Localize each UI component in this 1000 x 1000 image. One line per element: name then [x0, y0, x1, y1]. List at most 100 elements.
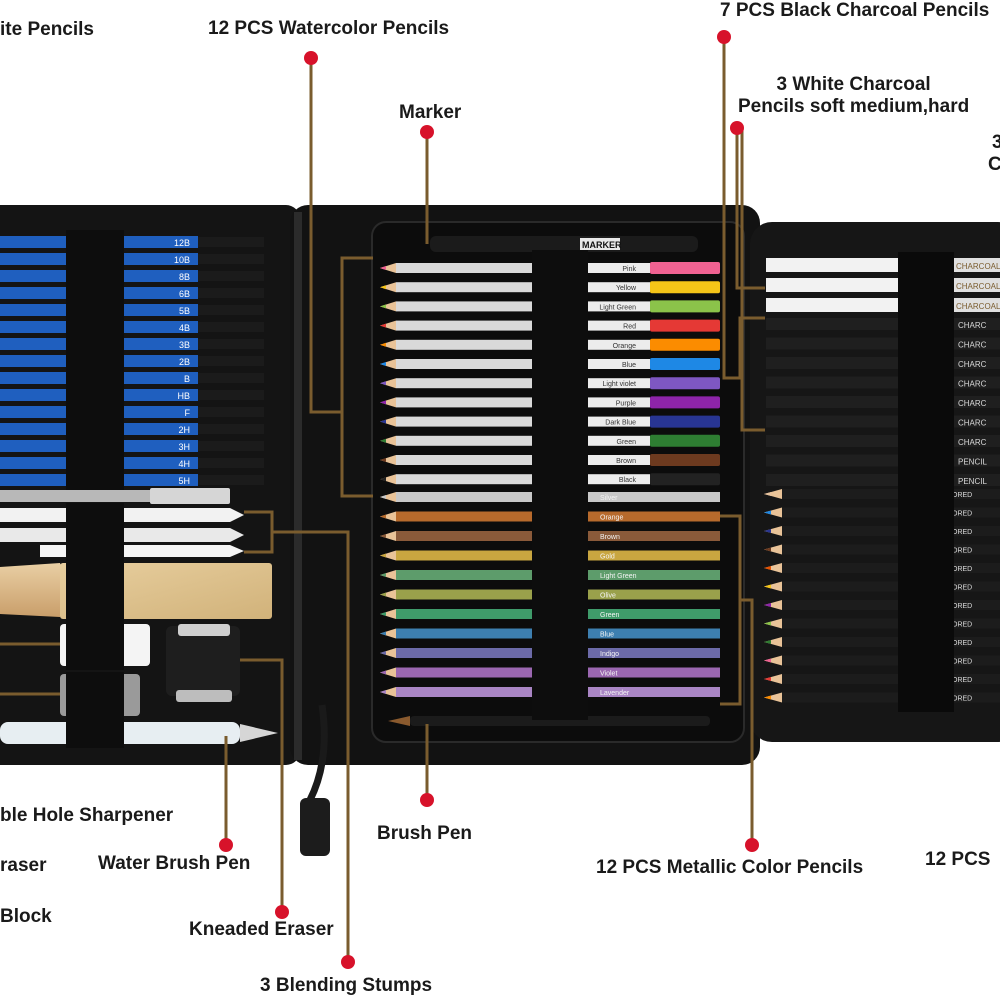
watercolor-label-strip: [588, 474, 650, 485]
sketch-grade-label: 10B: [174, 255, 190, 265]
color-pencil: [782, 489, 900, 499]
sandpaper-band: [66, 560, 124, 622]
metallic-name: Orange: [600, 515, 623, 522]
color-pencil-end: [954, 507, 1000, 518]
callout-edge-top-right-2: C: [988, 154, 1000, 175]
watercolor-pencil-tip: [380, 339, 396, 350]
color-pencil: [782, 674, 900, 684]
sandpaper-block: [0, 560, 272, 622]
left-elastic-band: [66, 230, 124, 490]
callout-black-charcoal: 7 PCS Black Charcoal Pencils: [720, 0, 990, 21]
metallic-pencil-lead: [380, 514, 386, 519]
leader-lines: [0, 37, 765, 962]
zipper-pull[interactable]: [300, 704, 330, 856]
white-charcoal-pencil: [766, 278, 900, 292]
sketch-pencil-label-strip: [124, 457, 198, 469]
white-charcoal-end: [954, 278, 1000, 292]
sketch-pencil-label-strip: [124, 389, 198, 401]
extender-bar-2: [150, 488, 230, 504]
color-pencil-lead: [764, 658, 771, 663]
callout-metallic-pencils: 12 PCS Metallic Color Pencils: [596, 857, 864, 878]
color-pencil-end: [954, 526, 1000, 536]
kneaded-eraser: [166, 626, 240, 696]
watercolor-pencil-end: [650, 415, 720, 428]
color-pencil: [782, 618, 900, 629]
metallic-name: Indigo: [600, 651, 619, 658]
color-pencil-tip: [764, 544, 782, 555]
watercolor-name: Dark Blue: [605, 420, 636, 427]
leader-metallic-2: [720, 600, 742, 706]
callout-brush-pen: Brush Pen: [377, 823, 473, 844]
sketch-pencil-label-strip: [124, 236, 198, 248]
watercolor-pencil: [396, 301, 536, 312]
watercolor-name: Light violet: [603, 381, 637, 388]
black-charcoal-pencil: [766, 435, 900, 447]
marker-pen: MARKER: [430, 236, 698, 252]
sketch-pencil-black: [198, 254, 264, 264]
black-charcoal-end: [954, 415, 1000, 428]
leader-watercolor-2: [340, 412, 373, 498]
metallic-pencil-tip: [380, 492, 396, 502]
color-pencil-lead: [764, 677, 771, 681]
color-pencil-lead: [764, 584, 771, 589]
sketch-pencil-label-strip: [124, 355, 198, 367]
black-charcoal-pencil: [766, 357, 900, 369]
sketch-grade-label: 2B: [179, 357, 190, 367]
metallic-name: Silver: [600, 495, 618, 502]
black-charcoal-pencil: [766, 376, 900, 389]
callout-marker: Marker: [399, 102, 462, 123]
watercolor-pencil-lead: [380, 285, 386, 290]
watercolor-name: Green: [617, 439, 637, 446]
callout-edge-top-right-1: 3: [992, 132, 1000, 153]
watercolor-pencil-tip: [380, 320, 396, 331]
zipper-tab: [300, 798, 330, 856]
callout-double-hole-sharpener: ble Hole Sharpener: [0, 805, 174, 826]
black-charcoal-text: CHARC: [958, 438, 987, 447]
white-charcoal-end: [954, 298, 1000, 312]
color-pencil-tip: [764, 507, 782, 518]
black-charcoal-end: [954, 376, 1000, 389]
sketch-pencil-label-strip: [124, 287, 198, 299]
dot-stumps: [341, 955, 355, 969]
pencil-extenders: [0, 488, 230, 504]
sketch-pencil-label-strip: [124, 338, 198, 350]
white-charcoal-text: CHARCOAL: [956, 302, 1000, 311]
watercolor-pencil-tip: [380, 435, 396, 446]
color-pencil-text: ORED: [952, 492, 972, 499]
watercolor-name: Red: [623, 324, 636, 331]
sketch-grade-label: 4B: [179, 323, 190, 333]
sketch-grade-label: 12B: [174, 238, 190, 248]
color-pencil-tip: [764, 563, 782, 573]
brush-pen: [388, 716, 710, 726]
color-pencil-tip: [764, 692, 782, 703]
color-pencil-text: ORED: [952, 696, 972, 703]
black-charcoal-end: [954, 318, 1000, 330]
water-brush-band: [66, 718, 124, 748]
dot-metallic: [745, 838, 759, 852]
metallic-pencil-tip: [380, 550, 396, 561]
watercolor-name: Purple: [616, 400, 636, 407]
watercolor-pencil-tip: [380, 455, 396, 465]
sketch-pencil-black: [198, 271, 264, 281]
metallic-pencil-tip: [380, 667, 396, 678]
metallic-pencil-tip: [380, 589, 396, 600]
watercolor-pencil: [396, 378, 536, 389]
color-pencil-tip: [764, 600, 782, 610]
color-pencil-text: ORED: [952, 622, 972, 629]
callout-white-charcoal-line2: Pencils soft medium,hard: [738, 96, 970, 117]
color-pencil-text: ORED: [952, 566, 972, 573]
watercolor-pencil-end: [650, 262, 720, 274]
watercolor-pencil-lead: [380, 458, 386, 462]
marker-label-text: MARKER: [582, 240, 622, 250]
black-charcoal-pencil: [766, 318, 900, 330]
color-pencil-end: [954, 692, 1000, 703]
watercolor-label-strip: [588, 263, 650, 273]
watercolor-name: Light Green: [599, 304, 636, 311]
colored-pencil-group: OREDOREDOREDOREDOREDOREDOREDOREDOREDORED…: [764, 489, 1000, 703]
marker-label: [580, 238, 620, 250]
watercolor-pencil-lead: [380, 381, 386, 386]
color-pencil-lead: [764, 510, 771, 515]
eraser-sharpener-area: [60, 622, 240, 720]
sketch-grade-label: 5B: [179, 306, 190, 316]
